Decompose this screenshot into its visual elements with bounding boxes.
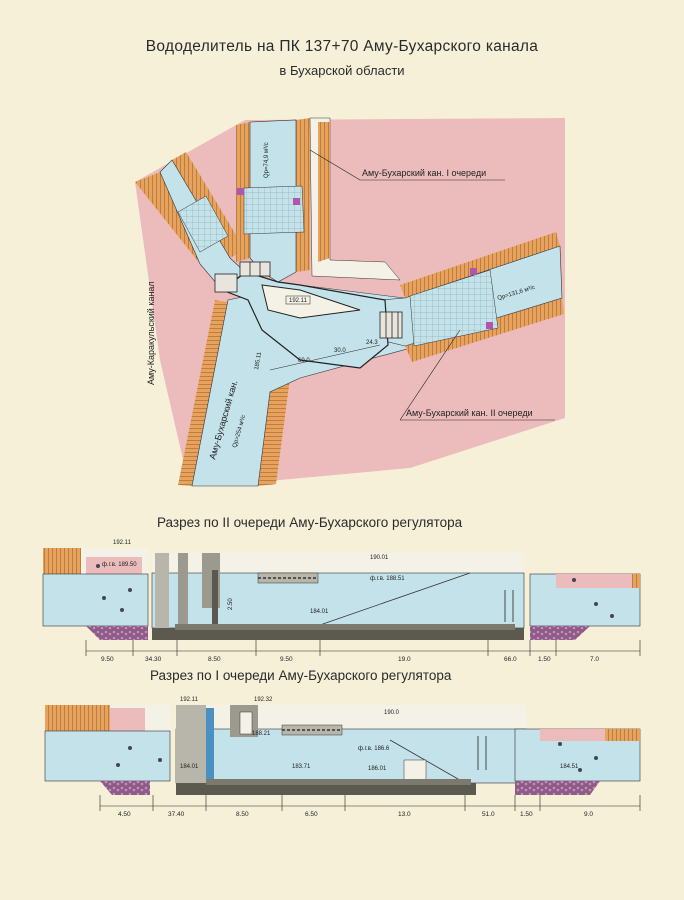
canal2-bank-top — [400, 232, 560, 298]
page-title: Вододелитель на ПК 137+70 Аму-Бухарского… — [145, 38, 539, 55]
elev-center: 192.11 — [289, 298, 308, 304]
dim-60: 60.0 — [298, 358, 310, 364]
canal1-grid — [243, 185, 305, 235]
label-karakul-canal: Аму-Каракульский канал — [146, 281, 156, 385]
label-canal-2: Аму-Бухарский кан. II очереди — [406, 408, 533, 418]
island — [261, 284, 361, 319]
main-canal-bank-left — [178, 300, 228, 486]
main-canal-bank-right — [258, 378, 290, 486]
karakul-grid — [177, 195, 229, 253]
canal2-grid — [409, 269, 499, 347]
label-q-canal1: Qр=74,9 м³/с — [264, 142, 270, 178]
page-subtitle: в Бухарской области — [279, 63, 405, 78]
label-canal-1: Аму-Бухарский кан. I очереди — [362, 168, 486, 178]
junction-structure — [220, 271, 389, 369]
elev-left: 185.11 — [254, 351, 263, 370]
dim-243: 24.3 — [366, 340, 378, 346]
section1-title: Разрез по I очереди Аму-Бухарского регул… — [150, 668, 452, 683]
dim-30: 30.0 — [334, 348, 346, 354]
section2-title: Разрез по II очереди Аму-Бухарского регу… — [157, 515, 463, 530]
canal1-bank-right — [296, 118, 310, 272]
